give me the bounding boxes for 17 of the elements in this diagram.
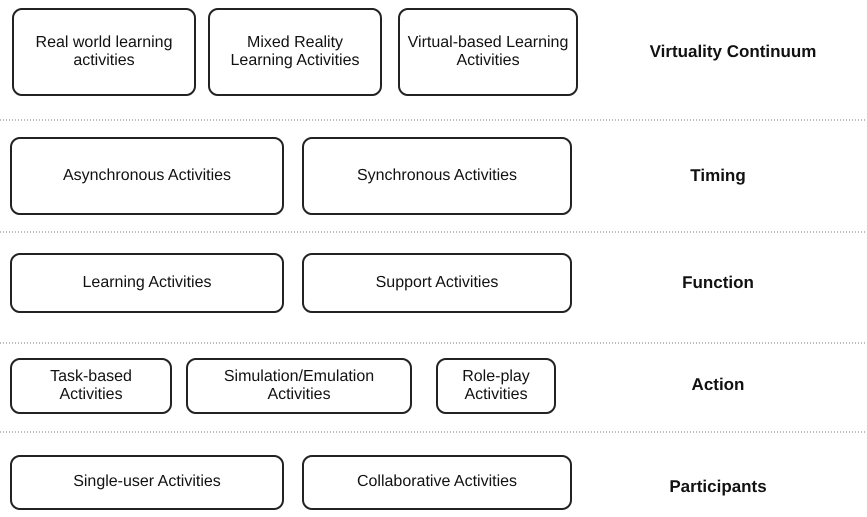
activity-box: Real world learning activities: [12, 8, 196, 96]
activity-box: Virtual-based Learning Activities: [398, 8, 578, 96]
activity-box: Learning Activities: [10, 253, 284, 313]
category-label: Participants: [669, 477, 767, 497]
activity-box: Single-user Activities: [10, 455, 284, 510]
activity-box: Mixed Reality Learning Activities: [208, 8, 382, 96]
activity-box: Role-play Activities: [436, 358, 556, 414]
category-label: Virtuality Continuum: [650, 42, 816, 62]
category-label: Function: [682, 273, 754, 293]
activity-box: Task-based Activities: [10, 358, 172, 414]
category-label: Action: [692, 375, 744, 395]
activity-box: Synchronous Activities: [302, 137, 572, 215]
activity-box: Asynchronous Activities: [10, 137, 284, 215]
activity-box: Collaborative Activities: [302, 455, 572, 510]
activity-box: Support Activities: [302, 253, 572, 313]
activity-box: Simulation/Emulation Activities: [186, 358, 412, 414]
category-label: Timing: [690, 166, 746, 186]
